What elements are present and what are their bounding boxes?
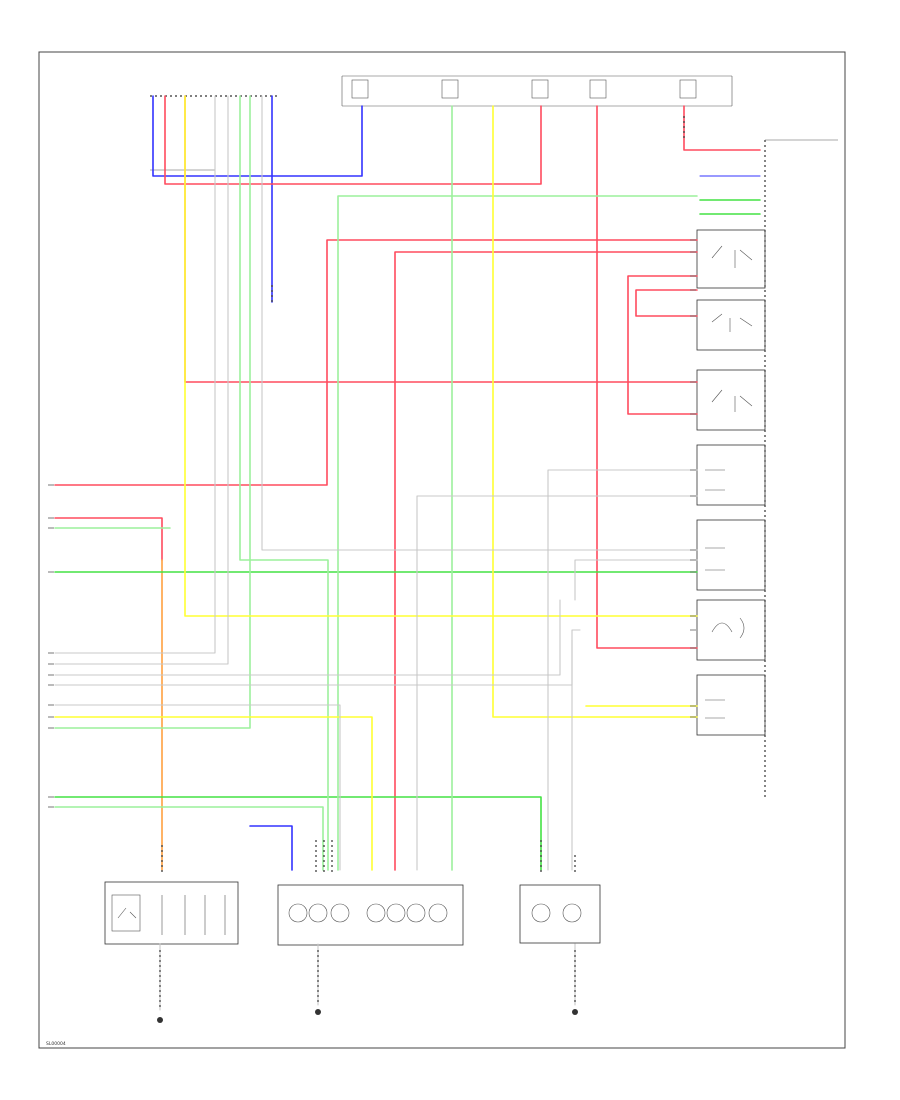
combination-meter	[277, 884, 464, 946]
wires-gray	[54, 95, 698, 1011]
ground-icon	[315, 1009, 321, 1015]
wires-light-green	[54, 95, 698, 871]
bottom-left-relay	[104, 881, 239, 945]
wires-red	[54, 95, 761, 871]
control-module	[764, 139, 838, 800]
ground-icon	[157, 1017, 163, 1023]
fuse-relay-box	[341, 75, 733, 107]
ground-icon	[572, 1009, 578, 1015]
module-terminals	[690, 239, 696, 718]
wires-yellow	[54, 95, 698, 871]
bottom-connectors	[159, 116, 685, 1008]
diagram-frame	[38, 51, 846, 1049]
left-edge-terminals	[48, 484, 54, 808]
relay-boxes	[696, 229, 766, 736]
wires-blue	[152, 95, 761, 871]
wires-green	[54, 199, 761, 871]
ground-symbols	[157, 1009, 578, 1023]
lamp-assembly	[519, 884, 601, 944]
footer-label: SL00004	[46, 1041, 66, 1047]
